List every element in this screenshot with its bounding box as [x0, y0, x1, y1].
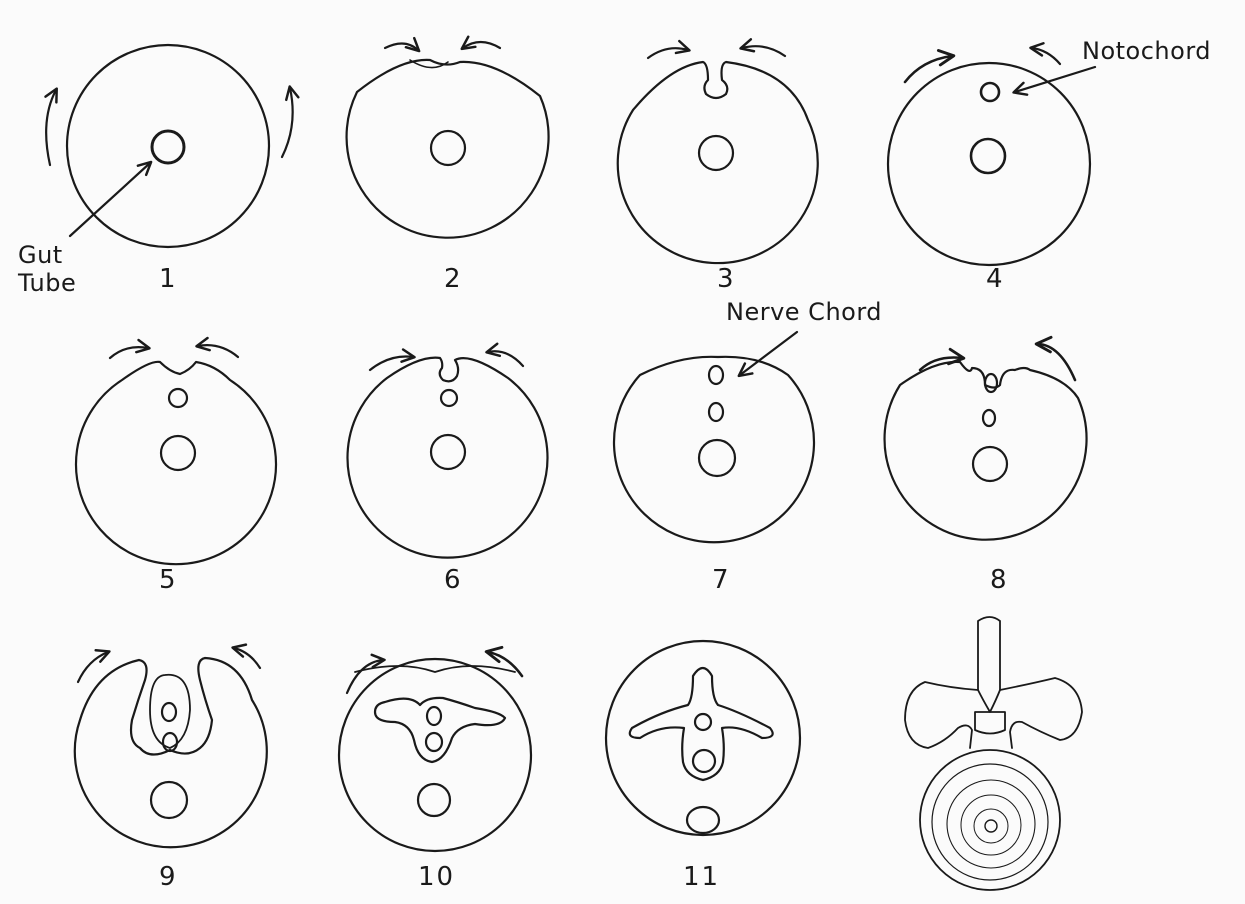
stage-label-4: 4: [986, 264, 1005, 294]
stage-10-gut-tube: [418, 784, 450, 816]
stage-5-outer-ectoderm: [76, 362, 276, 564]
vertebra-body-ring-4: [974, 809, 1008, 843]
stage-5-notochord: [169, 389, 187, 407]
stage-6-section: [348, 351, 548, 557]
stage-label-5: 5: [159, 565, 178, 595]
stage-9-section: [75, 648, 267, 847]
stage-11-section: [606, 641, 800, 835]
stage-5-right-arrow: [198, 345, 238, 357]
stage-8-gut-tube: [973, 447, 1007, 481]
stage-7-section: [614, 332, 814, 542]
stage-4-gut-tube: [971, 139, 1005, 173]
stage-1-gut-tube: [152, 131, 184, 163]
nerve-chord-label: Nerve Chord: [726, 298, 882, 326]
stage-4-outer-ectoderm: [888, 63, 1090, 265]
stage-10-outer-ectoderm: [339, 659, 531, 851]
stage-11-gut-tube: [687, 807, 719, 833]
stage-label-1: 1: [159, 264, 178, 294]
stage-9-nerve-chord: [162, 703, 176, 721]
gut-tube-label-line-1: Gut: [18, 241, 63, 269]
stage-9-right-arrow: [234, 648, 260, 668]
stage-5-gut-tube: [161, 436, 195, 470]
stage-6-notochord: [441, 390, 457, 406]
stage-8-nerve-chord: [985, 374, 997, 392]
stage-6-left-arrow: [370, 357, 413, 370]
stage-11-vertebral-primordium: [630, 668, 773, 780]
stage-10-notochord: [426, 733, 442, 751]
stage-11-nerve-chord: [695, 714, 711, 730]
stage-9-neural-fold: [150, 675, 190, 748]
stage-7-gut-tube: [699, 440, 735, 476]
stage-2-left-arrow: [385, 43, 418, 50]
vertebra-canal: [975, 712, 1005, 734]
vertebra-body-center: [985, 820, 997, 832]
stage-10-nerve-chord: [427, 707, 441, 725]
stage-9-gut-tube: [151, 782, 187, 818]
stage-7-nerve-chord: [709, 366, 723, 384]
stage-6-outer-ectoderm: [348, 358, 548, 558]
stage-3-right-arrow: [742, 46, 785, 56]
stage-label-3: 3: [717, 264, 736, 294]
stage-label-9: 9: [159, 862, 178, 892]
stage-2-section: [347, 42, 549, 238]
stage-4-right-arrow: [1032, 48, 1060, 64]
stage-5-section: [76, 345, 276, 564]
stage-4-section: [888, 48, 1095, 265]
stage-1-right-arrow: [282, 88, 293, 157]
vertebra-right-transverse-process: [1000, 678, 1082, 748]
stage-2-right-arrow: [463, 42, 500, 48]
stage-label-2: 2: [444, 264, 463, 294]
stage-4-left-arrow: [905, 56, 952, 82]
stage-10-right-arrow: [488, 652, 522, 676]
stage-1-outer-ectoderm: [67, 45, 269, 247]
stage-3-section: [618, 46, 818, 263]
stage-label-10: 10: [418, 862, 455, 892]
stage-6-right-arrow: [488, 351, 523, 366]
stage-8-notochord: [983, 410, 995, 426]
stage-2-gut-tube: [431, 131, 465, 165]
stage-3-left-arrow: [648, 48, 688, 58]
vertebra-spinous-process: [978, 617, 1000, 712]
stage-label-6: 6: [444, 565, 463, 595]
notochord-label: Notochord: [1082, 37, 1211, 65]
vertebra-left-transverse-process: [905, 682, 978, 748]
vertebra-sketch: [905, 617, 1082, 890]
stage-4-notochord: [981, 83, 999, 101]
stage-11-notochord: [693, 750, 715, 772]
stage-label-11: 11: [683, 862, 720, 892]
vertebra-body-ring-1: [932, 764, 1048, 880]
vertebra-body-ring-3: [961, 795, 1021, 855]
stage-1-section: [46, 45, 293, 247]
stage-label-7: 7: [712, 565, 731, 595]
nerve-chord-pointer-arrow: [740, 332, 797, 375]
stage-1-left-arrow: [46, 90, 56, 165]
stage-2-outer-ectoderm: [347, 60, 549, 238]
stage-7-notochord: [709, 403, 723, 421]
stage-label-8: 8: [990, 565, 1009, 595]
stage-3-gut-tube: [699, 136, 733, 170]
stage-10-dorsal-fold: [355, 666, 515, 672]
stage-8-section: [885, 344, 1087, 540]
stage-10-section: [339, 652, 531, 851]
stage-5-left-arrow: [110, 347, 148, 358]
stage-3-outer-ectoderm: [618, 62, 818, 263]
gut-tube-label-line-2: Tube: [18, 269, 76, 297]
stage-10-neural-crest: [375, 698, 505, 762]
stage-6-gut-tube: [431, 435, 465, 469]
